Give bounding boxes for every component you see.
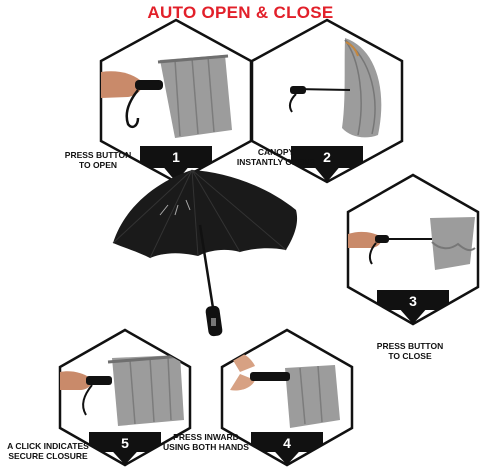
step-3-panel: 3 bbox=[346, 173, 480, 326]
step-1-number: 1 bbox=[172, 149, 180, 165]
step-5-caption: A CLICK INDICATES SECURE CLOSURE bbox=[0, 441, 98, 461]
step-1-caption: PRESS BUTTON TO OPEN bbox=[48, 150, 148, 170]
step-2-caption-line2: INSTANTLY OPENS bbox=[236, 157, 316, 167]
step-4-caption: PRESS INWARD USING BOTH HANDS bbox=[156, 432, 256, 452]
step-3-caption: PRESS BUTTON TO CLOSE bbox=[360, 341, 460, 361]
step-1-caption-line1: PRESS BUTTON bbox=[64, 150, 132, 160]
step-4-caption-line2: USING BOTH HANDS bbox=[163, 442, 249, 452]
step-3-number: 3 bbox=[409, 293, 417, 309]
step-3-caption-line2: TO CLOSE bbox=[388, 351, 432, 361]
step-1-caption-line2: TO OPEN bbox=[78, 160, 118, 170]
step-4-panel: 4 bbox=[220, 328, 354, 467]
step-4-caption-line1: PRESS INWARD bbox=[173, 432, 239, 442]
step-2-panel: 2 bbox=[250, 18, 404, 184]
step-3-caption-line1: PRESS BUTTON bbox=[376, 341, 444, 351]
step-2-number: 2 bbox=[323, 149, 331, 165]
page-title: AUTO OPEN & CLOSE bbox=[147, 3, 334, 22]
step-2-caption: CANOPY INSTANTLY OPENS bbox=[226, 147, 326, 167]
step-5-caption-line2: SECURE CLOSURE bbox=[8, 451, 88, 461]
open-umbrella-image bbox=[112, 169, 298, 337]
step-4-number: 4 bbox=[283, 435, 291, 451]
step-5-number: 5 bbox=[121, 435, 129, 451]
step-5-panel: 5 bbox=[58, 328, 192, 467]
step-2-caption-line1: CANOPY bbox=[257, 147, 295, 157]
step-5-caption-line1: A CLICK INDICATES bbox=[7, 441, 89, 451]
step-1-panel: 1 bbox=[99, 18, 253, 184]
